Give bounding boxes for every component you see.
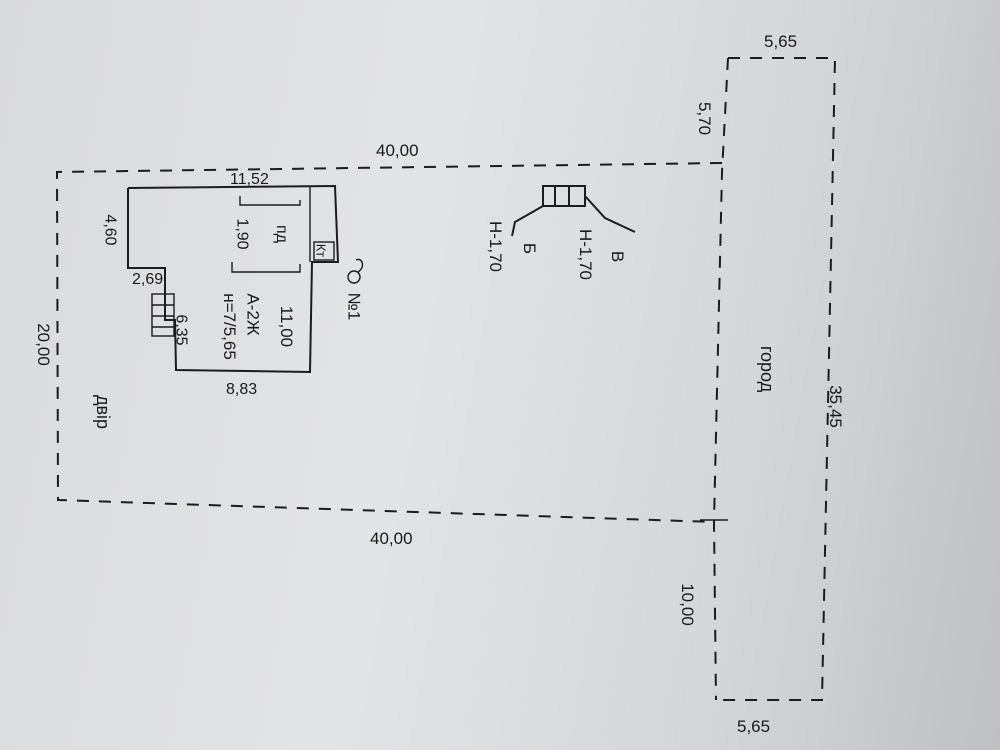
label-yard: двір [93,394,114,430]
stairs-symbol [151,293,175,337]
label-garden: город [757,345,778,393]
label-room-code: пд [273,225,290,243]
well-icon-hook [355,258,364,273]
label-room-value: 1,90 [233,218,251,250]
dim-garden-side-lower: 10,00 [677,583,697,626]
garden-boundary [716,57,837,701]
dim-building-length: 11,00 [277,305,297,348]
dim-plot-width: 20,00 [33,323,53,366]
dim-building-step: 2,69 [132,271,164,288]
label-well-number: №1 [344,292,364,321]
dim-building-inner: 6,35 [172,314,190,346]
dim-garden-top-width: 5,65 [764,32,798,51]
shed-v-leader [584,186,636,233]
dim-garden-length: 35,45 [825,385,845,428]
building-outline [127,184,340,374]
cellar-box [313,241,335,261]
room-bracket [239,196,301,206]
garden-left-edge [712,57,729,701]
dim-garden-bottom-width: 5,65 [737,717,771,736]
well-icon [347,270,361,284]
label-height-v: Н-1,70 [576,228,596,281]
plot-boundary [55,162,723,523]
shed-v-box [542,185,586,207]
shed-b-leader [511,205,544,237]
dim-plot-length-top: 40,00 [376,141,419,160]
label-building-height: н=7/5,65 [219,293,239,360]
dim-building-left: 4,60 [101,214,119,246]
dim-garden-top-offset: 5,70 [695,101,715,136]
label-cellar-code: Кт [313,243,329,258]
label-building-mark: А-2Ж [243,293,263,336]
room-bracket-lower [231,262,301,273]
dim-building-top: 11,52 [230,171,269,188]
label-section-v: В [608,250,628,263]
label-height-b: Н-1,70 [486,220,506,273]
label-section-b: Б [520,242,540,255]
dim-building-bottom: 8,83 [226,381,258,398]
dim-plot-length-bottom: 40,00 [370,529,413,548]
